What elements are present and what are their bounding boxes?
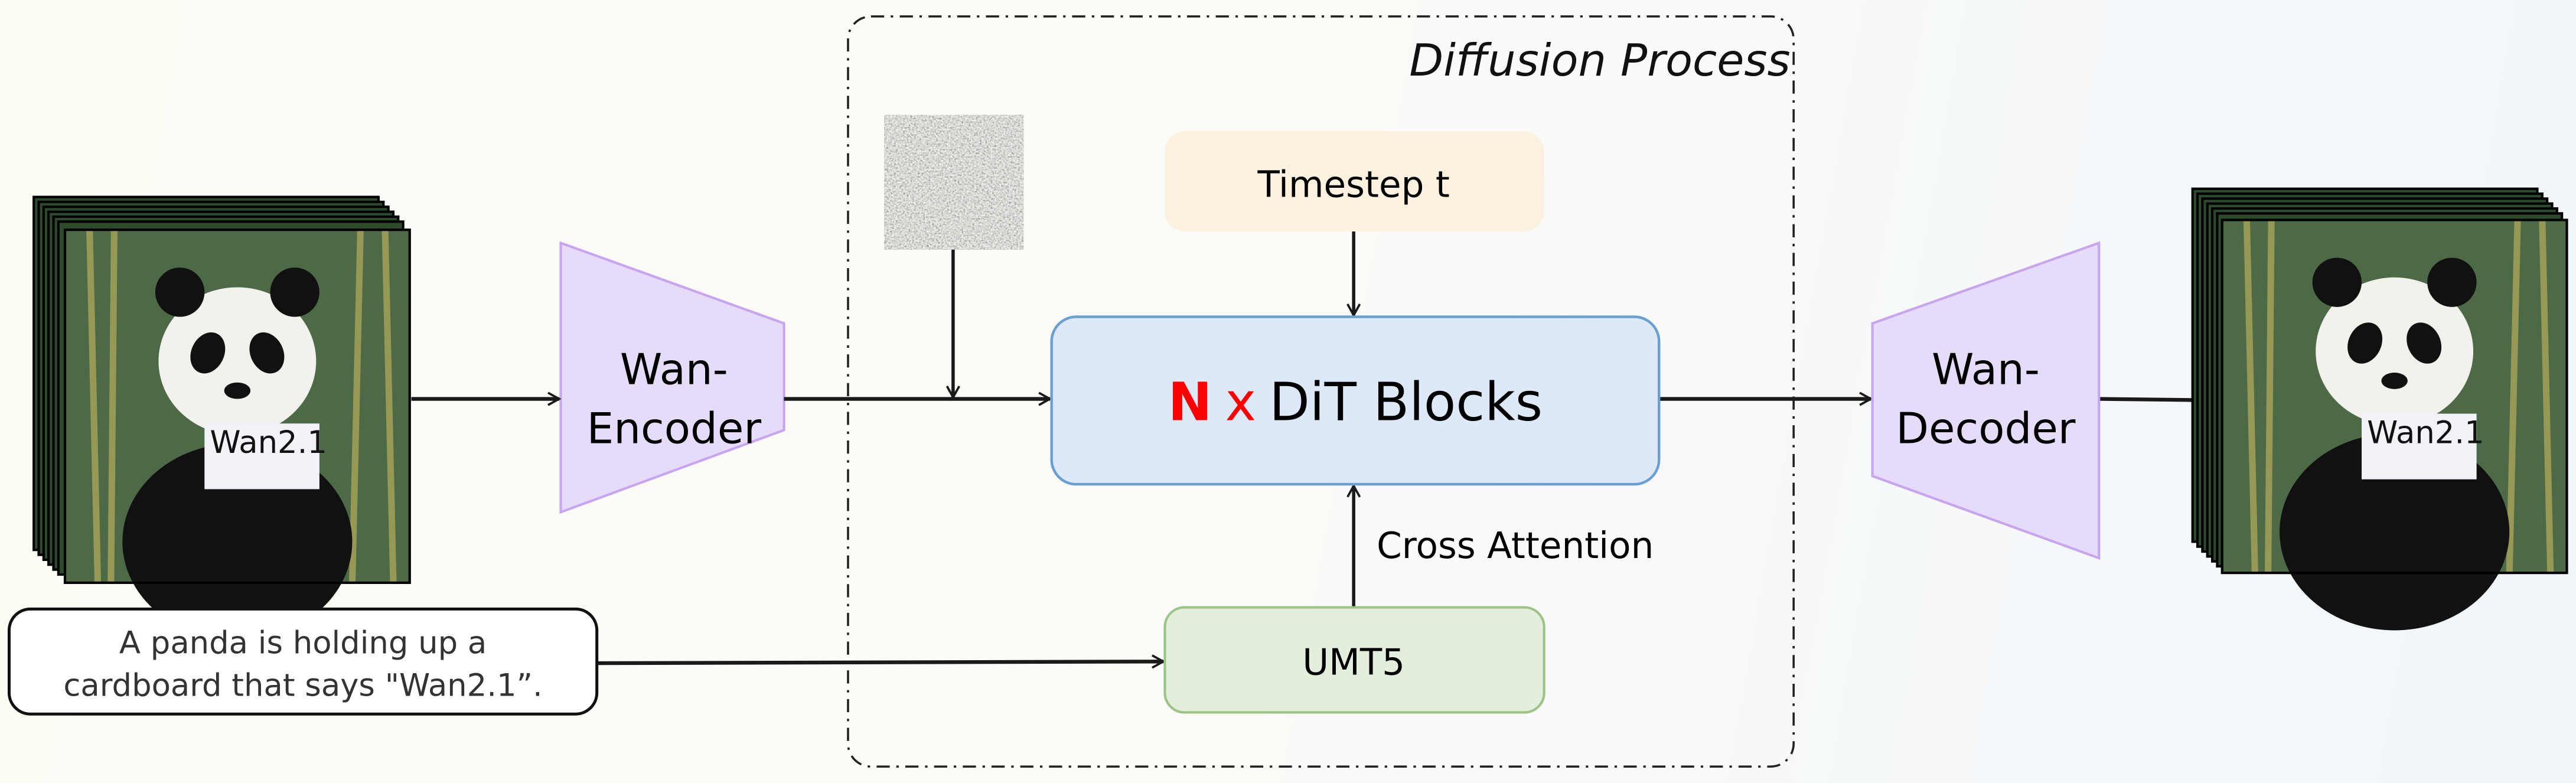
panda-image xyxy=(2222,220,2567,631)
wan-encoder xyxy=(559,241,785,514)
dit-times: x xyxy=(1225,371,1257,433)
prompt-box xyxy=(7,607,599,716)
dit-name: DiT Blocks xyxy=(1269,371,1543,433)
umt5-label: UMT5 xyxy=(1302,642,1405,684)
diffusion-process-frame xyxy=(847,15,1795,768)
encoder-label-line1: Wan- xyxy=(620,345,728,394)
input-sign-text: Wan2.1 xyxy=(210,425,327,461)
diffusion-process-label: Diffusion Process xyxy=(1409,34,1790,86)
arrow-prompt-to-umt5 xyxy=(596,654,1166,669)
decoder-label-line1: Wan- xyxy=(1932,345,2040,394)
decoder-label-line2: Decoder xyxy=(1896,404,2075,454)
input-video-frames: Wan2.1 xyxy=(32,195,410,641)
output-sign-text: Wan2.1 xyxy=(2367,415,2484,451)
dit-n-count: N xyxy=(1168,371,1212,433)
encoder-label-line2: Encoder xyxy=(587,404,762,454)
wan-decoder xyxy=(1871,241,2101,560)
noise-image xyxy=(884,115,1024,250)
output-video-frames: Wan2.1 xyxy=(2191,187,2567,631)
timestep-box xyxy=(1165,131,1544,231)
cross-attention-label: Cross Attention xyxy=(1377,525,1654,567)
umt5-box xyxy=(1163,606,1545,714)
dit-blocks-box xyxy=(1050,315,1661,486)
timestep-label: Timestep t xyxy=(1257,164,1450,206)
panda-image xyxy=(65,230,410,640)
prompt-line1: A panda is holding up a xyxy=(119,625,487,661)
prompt-line2: cardboard that says "Wan2.1”. xyxy=(63,668,542,704)
